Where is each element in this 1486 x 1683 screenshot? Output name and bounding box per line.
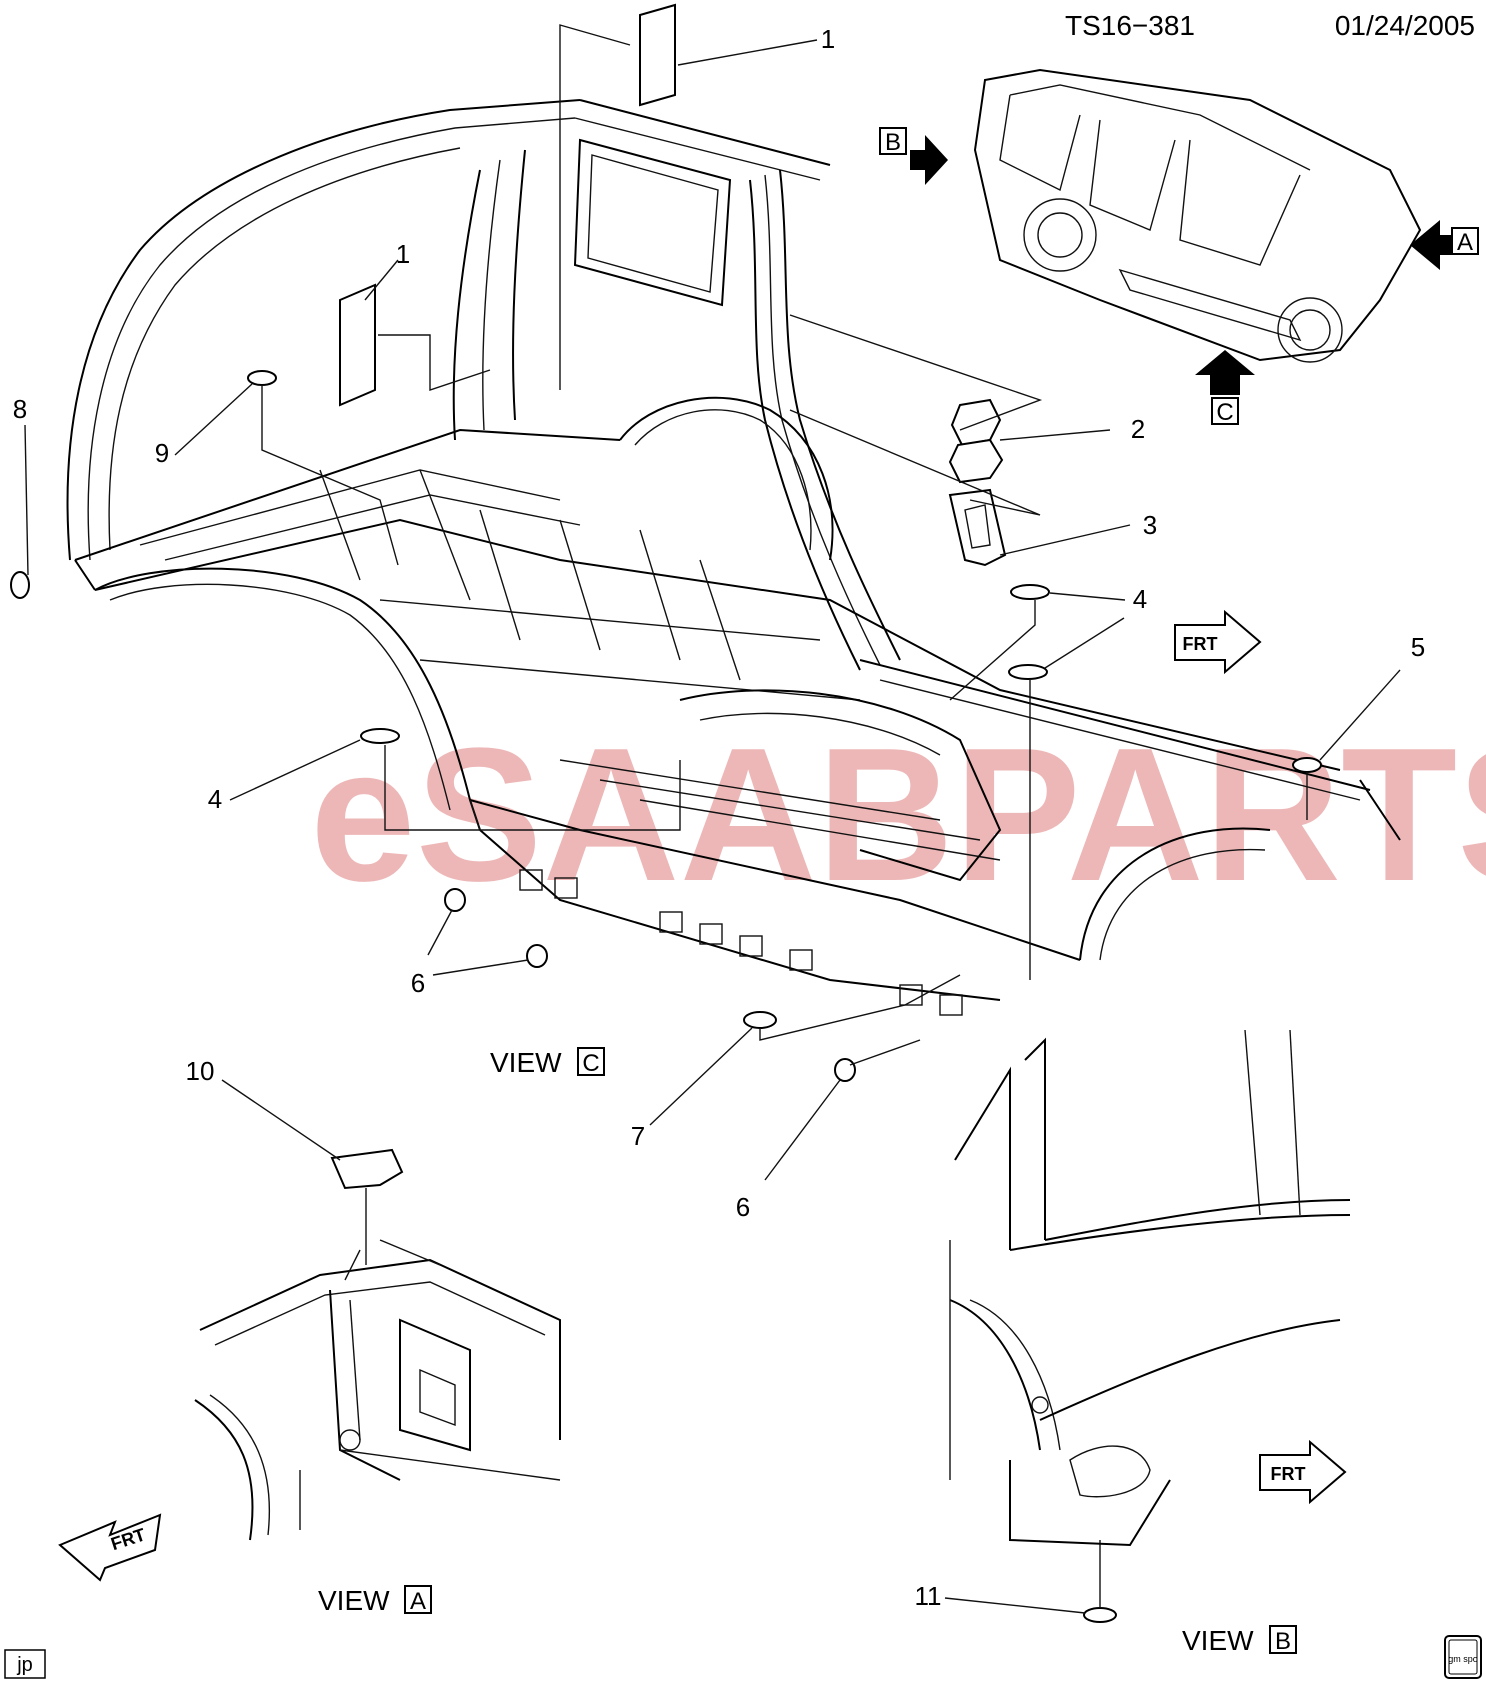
view-b-arrow-letter: B [885,129,901,156]
callout-1-left: 1 [396,239,410,269]
drawing-date: 01/24/2005 [1335,10,1475,41]
plug-part-4-a [1010,584,1050,600]
plug-part-4-b [1008,664,1048,680]
vehicle-overview [973,68,1422,363]
view-a-arrow-letter: A [1457,229,1473,256]
callout-3: 3 [1143,510,1157,540]
rear-body-structure [66,99,1401,1016]
view-a-letter: A [410,1588,426,1615]
drawing-id: TS16−381 [1065,10,1195,41]
view-b-letter: B [1275,1628,1291,1655]
plug-part-6-a [444,888,466,912]
frt-label-view-b: FRT [1271,1464,1306,1484]
callout-9: 9 [155,438,169,468]
frt-label-view-c: FRT [1183,634,1218,654]
plug-part-7 [743,1011,777,1029]
plug-part-6-c [834,1058,856,1082]
view-b-detail [949,1029,1351,1547]
view-a-arrow: A [1410,220,1479,270]
view-c-arrow: C [1195,350,1255,426]
frt-arrow-view-a: FRT [58,1513,162,1582]
callout-1-top: 1 [821,24,835,54]
view-a-detail [194,1239,561,1541]
leader-lines [24,24,1401,1614]
plug-part-4-c [360,728,400,744]
plug-part-9 [247,370,277,386]
callout-11: 11 [915,1581,942,1611]
callout-6-right: 6 [736,1192,750,1222]
callout-5: 5 [1411,632,1425,662]
view-b-label: VIEW B [1182,1625,1297,1656]
callout-8: 8 [13,394,27,424]
callout-4-right: 4 [1133,584,1147,614]
callout-numbers: 1 1 2 3 4 4 5 6 6 7 8 9 10 11 [13,24,1425,1611]
callout-7: 7 [631,1121,645,1151]
plug-part-8 [10,571,30,599]
view-a-label: VIEW A [318,1585,432,1616]
callout-4-left: 4 [208,784,222,814]
callout-6-left: 6 [411,968,425,998]
view-c-word: VIEW [490,1047,562,1078]
frt-arrow-view-b: FRT [1259,1439,1347,1505]
cover-part-10 [330,1148,404,1190]
frt-arrow-view-c: FRT [1174,609,1262,675]
gm-spo-logo-text: gm spo [1448,1654,1478,1664]
view-b-word: VIEW [1182,1625,1254,1656]
initials-text: jp [16,1654,33,1676]
view-c-label: VIEW C [490,1047,605,1078]
view-a-word: VIEW [318,1585,390,1616]
plug-part-5 [1292,757,1322,773]
view-b-arrow: B [879,127,948,185]
gm-spo-logo: gm spo [1444,1635,1482,1679]
watermark: eSAABPARTS [310,709,1486,921]
initials-box: jp [4,1649,46,1679]
callout-2: 2 [1131,414,1145,444]
label-part-1-left [339,283,376,407]
grommet-part-2 [948,398,1004,484]
callout-10: 10 [186,1056,215,1086]
plug-part-11 [1083,1607,1117,1623]
view-c-letter: C [582,1050,599,1077]
label-part-1-upper [639,3,676,107]
view-c-arrow-letter: C [1216,399,1233,426]
plug-part-6-b [526,944,548,968]
